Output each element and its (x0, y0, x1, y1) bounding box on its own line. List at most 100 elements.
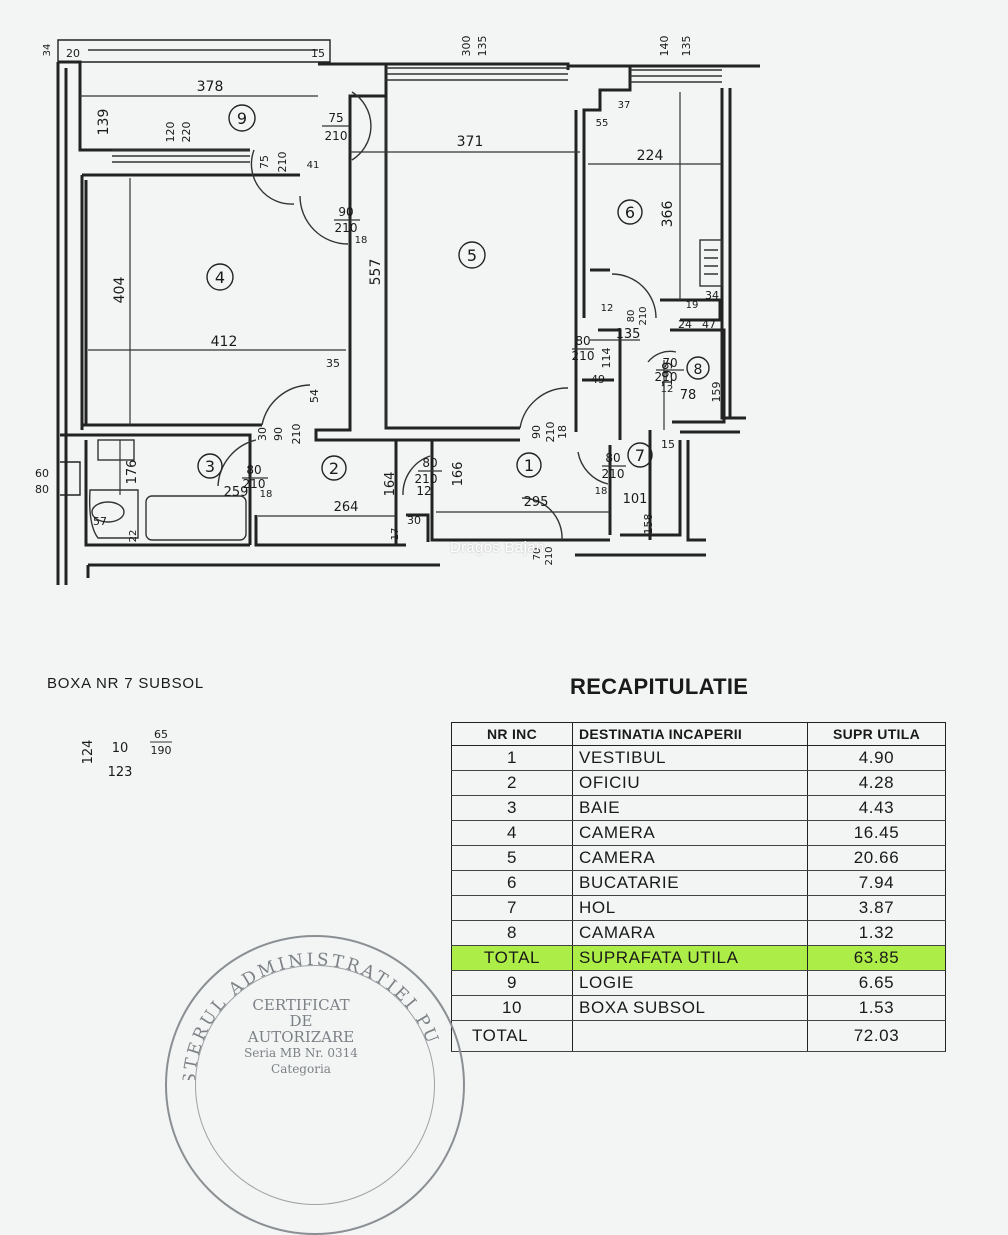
room-markers (197, 104, 710, 481)
door-height: 210 (415, 472, 438, 486)
dim-label: 176 (125, 460, 140, 485)
dim-label: 34 (42, 44, 53, 57)
door-sill: 12 (661, 384, 674, 395)
dim-label: 120 (164, 122, 177, 143)
dim-label: 30 (407, 514, 421, 527)
dim-label: 17 (390, 528, 401, 541)
fixtures (88, 239, 723, 541)
dim-label: 15 (311, 47, 325, 60)
dimension-labels: 378 371 224 412 259 264 295 135 78 101 5… (35, 47, 719, 528)
room-numbers: 1 2 3 4 5 6 7 8 9 (205, 109, 703, 478)
door-width: 90 (338, 205, 353, 219)
room-area: 1.53 (807, 995, 946, 1021)
room-name: HOL (572, 895, 808, 921)
dim-label: 54 (308, 389, 321, 403)
dim-label: 371 (457, 134, 484, 150)
door-height: 210 (572, 349, 595, 363)
doors (217, 91, 677, 541)
dim-label: 264 (334, 500, 359, 515)
door-width: 75 (328, 111, 343, 125)
door-width: 80 (605, 451, 620, 465)
room-no: 2 (451, 770, 573, 796)
room-area: 7.94 (807, 870, 946, 896)
room-number-2: 2 (329, 459, 339, 478)
dim-label: 300 (460, 36, 473, 57)
dim-label: 366 (660, 201, 676, 228)
door-height: 210 (335, 221, 358, 235)
stamp-line: Categoria (271, 1062, 331, 1076)
dim-label: 35 (326, 357, 340, 370)
room-name: SUPRAFATA UTILA (572, 945, 808, 971)
dim-label: 135 (680, 36, 693, 57)
dim-label: 101 (623, 492, 648, 507)
room-area: 72.03 (807, 1020, 946, 1052)
dim-label: 78 (680, 388, 697, 403)
room-no: TOTAL (451, 945, 573, 971)
dim-label: 412 (211, 334, 238, 350)
dim-label: 139 (96, 109, 112, 136)
dim-label: 49 (591, 373, 605, 386)
dim-label: 123 (108, 765, 133, 780)
room-area: 20.66 (807, 845, 946, 871)
dim-label: 18 (595, 486, 608, 497)
dim-label: 18 (355, 235, 368, 246)
windows (88, 49, 722, 163)
room-area: 1.32 (807, 920, 946, 946)
dim-label: 140 (658, 36, 671, 57)
room-number-7: 7 (635, 446, 645, 465)
dim-label: 210 (544, 546, 555, 565)
room-name: VESTIBUL (572, 745, 808, 771)
dim-label: 19 (686, 300, 699, 311)
room-area: 16.45 (807, 820, 946, 846)
door-height: 190 (151, 744, 172, 757)
room-number-10: 10 (112, 741, 129, 756)
stamp-line: Seria MB Nr. 0314 (244, 1046, 358, 1060)
dim-label: 30 (256, 427, 269, 441)
dim-label: 70 (532, 548, 543, 561)
room-area: 4.90 (807, 745, 946, 771)
room-name: OFICIU (572, 770, 808, 796)
floor-plan: 1 2 3 4 5 6 7 8 9 378 371 224 412 259 26… (35, 36, 760, 585)
room-area: 63.85 (807, 945, 946, 971)
column-header: SUPR UTILA (807, 722, 946, 746)
door-width: 70 (662, 356, 677, 370)
room-number-9: 9 (237, 109, 247, 128)
dim-label: 210 (544, 422, 557, 443)
dim-label: 404 (112, 277, 128, 304)
dim-label: 259 (224, 485, 249, 500)
room-number-8: 8 (694, 362, 703, 378)
door-sizes: 75 210 90 210 80 210 80 210 12 80 210 80… (242, 111, 684, 498)
stamp-line: CERTIFICAT (252, 996, 350, 1014)
dim-label: 557 (368, 259, 384, 286)
room-no: 4 (451, 820, 573, 846)
door-width: 80 (575, 334, 590, 348)
dim-label: 20 (66, 47, 80, 60)
dimension-lines (80, 92, 722, 517)
dim-label: 55 (596, 118, 609, 129)
dim-label: 224 (637, 148, 664, 164)
room-area: 4.43 (807, 795, 946, 821)
dim-label: 60 (35, 467, 49, 480)
dim-label: 90 (272, 427, 285, 441)
room-name: CAMERA (572, 845, 808, 871)
room-name: CAMERA (572, 820, 808, 846)
door-height: 210 (602, 467, 625, 481)
room-no: 5 (451, 845, 573, 871)
dim-label: 166 (451, 462, 466, 487)
recap-table: NR INC DESTINATIA INCAPERII SUPR UTILA 1… (451, 722, 946, 1052)
dim-label: 210 (276, 152, 289, 173)
room-no: 3 (451, 795, 573, 821)
dim-label: 22 (128, 530, 139, 543)
room-no: 8 (451, 920, 573, 946)
dim-label: 378 (197, 79, 224, 95)
dim-label: 220 (180, 122, 193, 143)
dim-label: 80 (35, 483, 49, 496)
